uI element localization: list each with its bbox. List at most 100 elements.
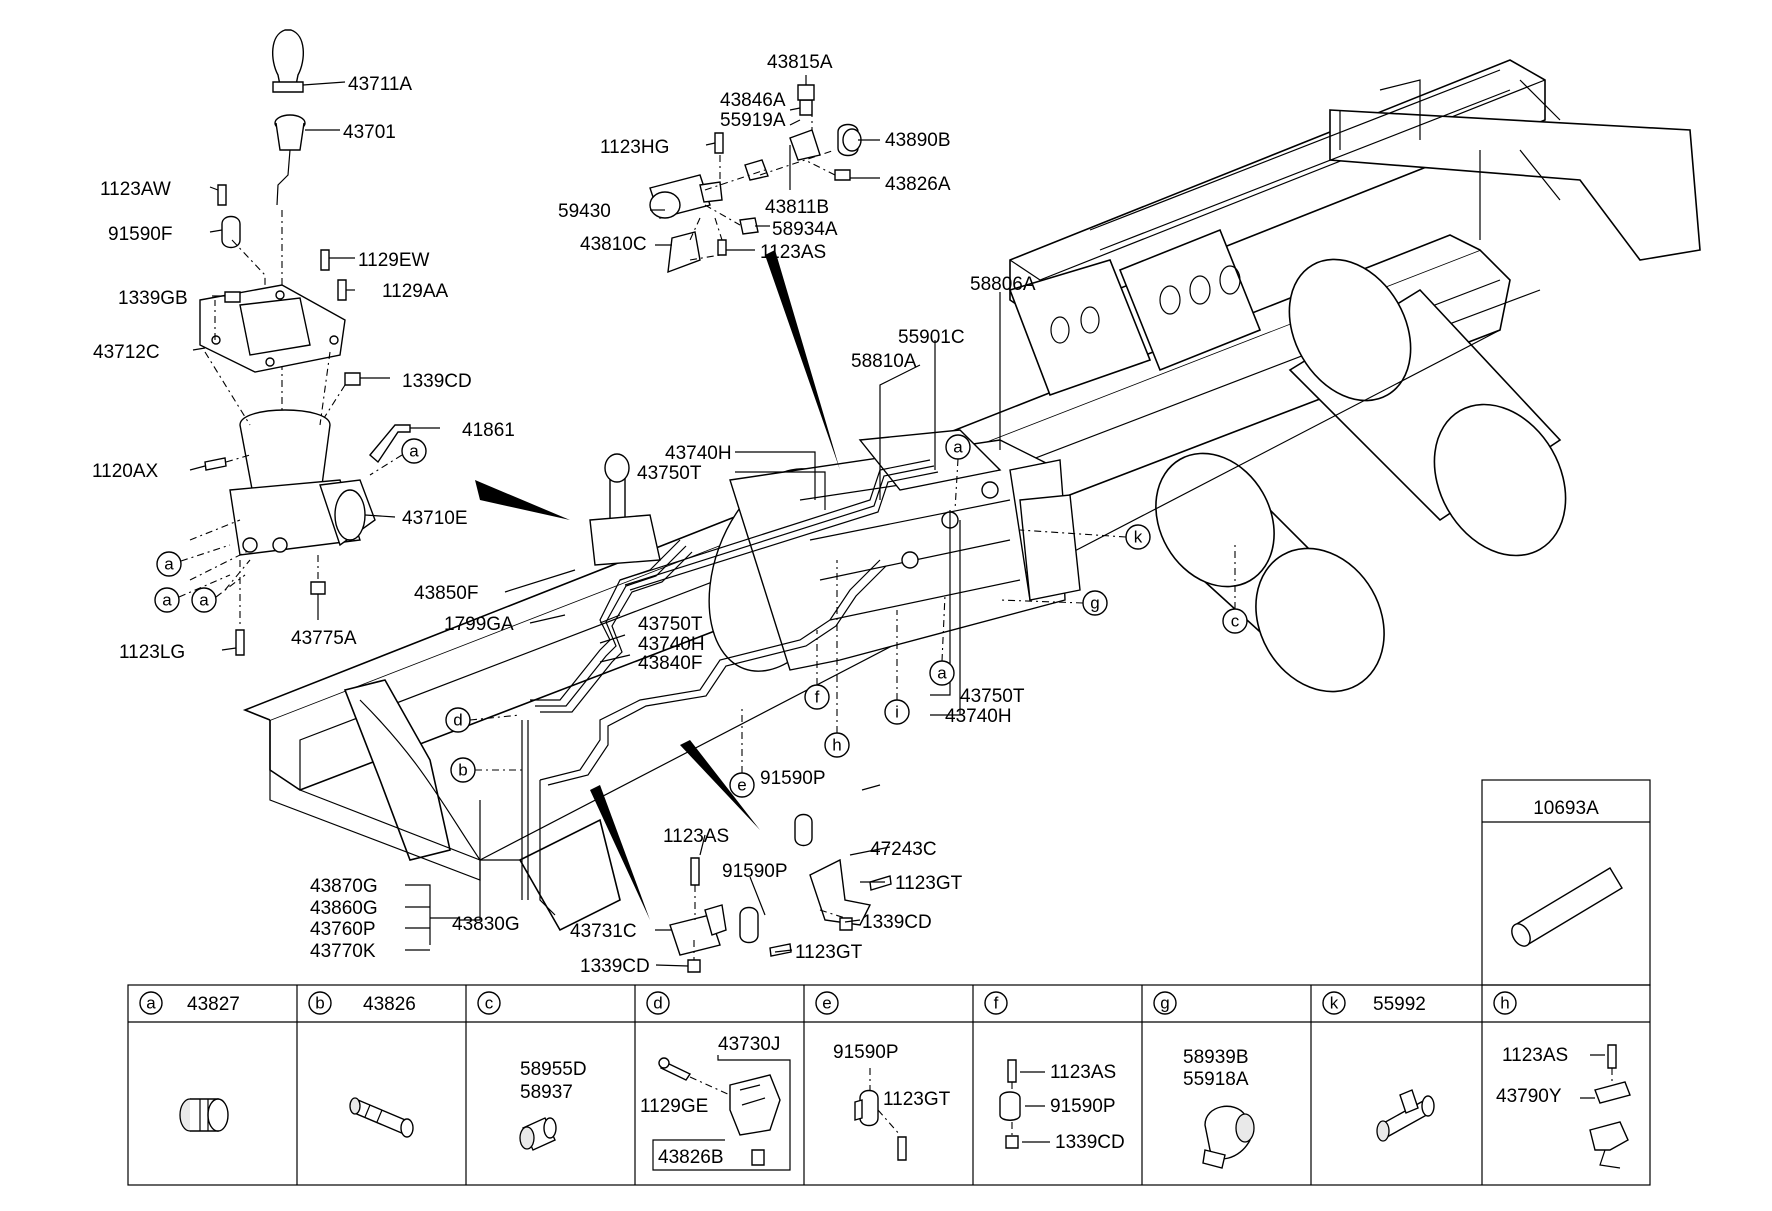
shifter-exploded [189, 29, 411, 656]
callout-43846A: 43846A [720, 90, 786, 111]
table-title-a: 43827 [187, 994, 240, 1015]
callout-1123AS-valve: 1123AS [760, 242, 826, 263]
svg-text:e: e [737, 776, 746, 795]
svg-text:f: f [815, 688, 820, 707]
callout-43775A: 43775A [291, 628, 357, 649]
part-43826 [349, 1097, 414, 1138]
part-1123GT-e [897, 1136, 907, 1161]
marker-a-4: a [191, 587, 217, 613]
callout-1123GT-lower: 1123GT [795, 942, 863, 963]
callout-1339CD-right: 1339CD [862, 912, 932, 933]
marker-e: e [729, 772, 755, 798]
callout-43701: 43701 [343, 122, 396, 143]
callout-47243C: 47243C [870, 839, 937, 860]
callout-1123AS-lower: 1123AS [663, 826, 729, 847]
marker-g: g [1082, 590, 1108, 616]
tube-10693A [1511, 867, 1623, 947]
part-1123AS-f [1007, 1059, 1017, 1083]
callout-43750T-top: 43750T [637, 463, 702, 484]
callout-1339GB: 1339GB [118, 288, 188, 309]
fuel-tank-front [1155, 452, 1385, 693]
svg-text:a: a [164, 555, 174, 574]
table-cell-a: a 43827 [139, 991, 240, 1132]
svg-text:b: b [315, 994, 324, 1013]
part-91590P-f [999, 1091, 1021, 1121]
table-title-k: 55992 [1373, 994, 1426, 1015]
legend-table: a 43827 b 43826 c 58955D 58937 [127, 984, 1651, 1186]
callout-1129EW: 1129EW [358, 250, 430, 271]
svg-text:g: g [1160, 994, 1169, 1013]
callout-43731C: 43731C [570, 921, 637, 942]
table-d-part-3: 43826B [658, 1147, 724, 1168]
callout-55901C: 55901C [898, 327, 965, 348]
svg-text:d: d [453, 711, 462, 730]
svg-text:a: a [162, 591, 172, 610]
marker-a-3: a [154, 587, 180, 613]
marker-a-5: a [945, 434, 971, 460]
part-58955D [519, 1117, 557, 1151]
callout-1123LG: 1123LG [119, 642, 185, 663]
callout-43740H-mid: 43740H [638, 634, 705, 655]
table-e-part-2: 1123GT [883, 1089, 951, 1110]
table-cell-f: f 1123AS 91590P 1339CD [984, 991, 1125, 1153]
table-f-part-2: 91590P [1050, 1096, 1116, 1117]
table-g-part-1: 58939B [1183, 1047, 1249, 1068]
table-f-part-3: 1339CD [1055, 1132, 1125, 1153]
callout-1123AW: 1123AW [100, 179, 171, 200]
svg-text:k: k [1330, 994, 1339, 1013]
table-cell-b: b 43826 [308, 991, 416, 1138]
table-title-b: 43826 [363, 994, 416, 1015]
table-d-part-1: 43730J [718, 1034, 780, 1055]
callout-43740H-top: 43740H [665, 443, 732, 464]
callout-1129AA: 1129AA [382, 281, 449, 302]
callout-43760P: 43760P [310, 919, 376, 940]
svg-text:c: c [1231, 612, 1240, 631]
callout-1339CD-lower: 1339CD [580, 956, 650, 977]
marker-a-2: a [156, 551, 182, 577]
callout-43860G: 43860G [310, 898, 378, 919]
svg-text:i: i [895, 703, 899, 722]
table-c-part-1: 58955D [520, 1059, 587, 1080]
part-55992 [1376, 1089, 1435, 1142]
callout-43815A: 43815A [767, 52, 833, 73]
svg-text:a: a [409, 442, 419, 461]
part-1339CD-f [1005, 1135, 1019, 1149]
marker-leader-lines [178, 454, 1236, 773]
svg-text:c: c [485, 994, 494, 1013]
callout-91590F: 91590F [108, 224, 172, 245]
svg-text:a: a [146, 994, 156, 1013]
part-43790Y [1589, 1081, 1631, 1169]
callout-43810C: 43810C [580, 234, 647, 255]
callout-1120AX: 1120AX [92, 461, 159, 482]
table-h-part-2: 43790Y [1496, 1086, 1562, 1107]
table-cell-d: d 43730J 1129GE 43826B [640, 991, 791, 1171]
callout-43850F: 43850F [414, 583, 478, 604]
part-43826B [751, 1149, 765, 1166]
leader-lines [189, 75, 1001, 967]
callout-43890B: 43890B [885, 130, 951, 151]
callout-91590P-upper: 91590P [760, 768, 826, 789]
svg-text:k: k [1134, 528, 1143, 547]
callout-43826A: 43826A [885, 174, 951, 195]
table-g-part-2: 55918A [1183, 1069, 1249, 1090]
callout-43870G: 43870G [310, 876, 378, 897]
callout-43750T-mid: 43750T [638, 614, 703, 635]
box-title-10693A: 10693A [1533, 798, 1599, 819]
callout-43711A: 43711A [348, 74, 412, 95]
callout-58810A: 58810A [851, 351, 917, 372]
callout-55919A: 55919A [720, 110, 786, 131]
table-f-part-1: 1123AS [1050, 1062, 1116, 1083]
callout-43840F: 43840F [638, 653, 702, 674]
callout-59430: 59430 [558, 201, 611, 222]
svg-text:a: a [953, 438, 963, 457]
part-58939B [1202, 1105, 1255, 1169]
part-43730J [729, 1074, 781, 1136]
lower-brackets [669, 813, 892, 973]
table-e-part-1: 91590P [833, 1042, 899, 1063]
callout-1123GT-upper: 1123GT [895, 873, 963, 894]
shift-lever-small [589, 453, 661, 566]
callout-1799GA: 1799GA [444, 614, 514, 635]
part-91590P-e [854, 1089, 879, 1127]
fuel-tank-rear [1288, 258, 1567, 557]
valve-assembly [649, 84, 862, 274]
